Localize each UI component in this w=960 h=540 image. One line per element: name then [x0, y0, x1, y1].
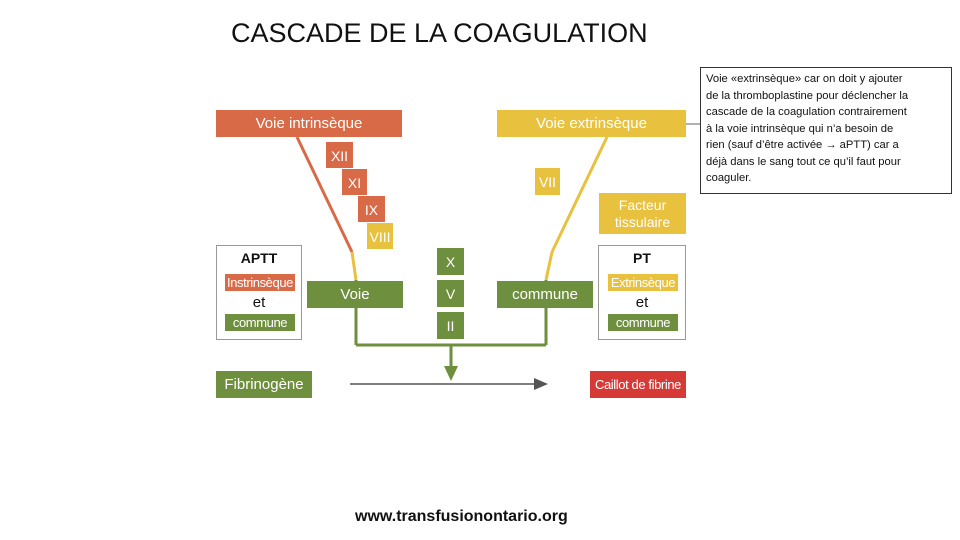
aptt-intrinsic-tag: Instrinsèque — [225, 274, 295, 291]
aptt-et: et — [252, 294, 266, 311]
conversion-arrow-head — [534, 378, 548, 390]
aptt-title: APTT — [240, 250, 278, 266]
note-line: de la thromboplastine pour déclencher la — [706, 89, 909, 102]
extrinsic-path-line — [550, 136, 609, 253]
factor-x: X — [437, 248, 464, 275]
pt-title: PT — [633, 250, 651, 266]
aptt-panel: APTT Instrinsèque et commune — [216, 245, 302, 340]
pt-panel: PT Extrinsèque et commune — [598, 245, 686, 340]
common-arrow-head — [444, 366, 458, 381]
extrinsic-pathway-header: Voie extrinsèque — [497, 110, 686, 137]
note-box: Voie «extrinsèque» car on doit y ajouter… — [700, 67, 952, 194]
note-line: coaguler. — [706, 172, 752, 184]
pt-extrinsic-tag: Extrinsèque — [608, 274, 678, 291]
common-pathway-right: commune — [497, 281, 593, 308]
intrinsic-path-line — [350, 251, 358, 281]
factor-ii: II — [437, 312, 464, 339]
pt-et: et — [635, 294, 649, 311]
pt-common-tag: commune — [608, 314, 678, 331]
note-line: Voie «extrinsèque» car on doit y ajouter — [706, 73, 903, 85]
page-title: CASCADE DE LA COAGULATION — [231, 18, 648, 48]
note-line: rien (sauf d’être activée → aPTT) car a — [706, 139, 899, 151]
tissue-factor-label: Facteur — [618, 197, 667, 213]
factor-xii: XII — [326, 142, 353, 168]
tissue-factor-box: Facteur tissulaire — [599, 193, 686, 234]
note-line: déjà dans le sang tout ce qu’il faut pou… — [706, 155, 901, 168]
source-url: www.transfusionontario.org — [355, 508, 568, 525]
intrinsic-path-line — [295, 136, 354, 253]
common-pathway-left: Voie — [307, 281, 403, 308]
note-line: cascade de la coagulation contrairement — [706, 106, 907, 118]
factor-xi: XI — [342, 169, 367, 195]
factor-vii: VII — [535, 168, 560, 195]
factor-ix: IX — [358, 196, 385, 222]
note-line: à la voie intrinsèque qui n’a besoin de — [706, 122, 894, 135]
tissue-factor-label: tissulaire — [614, 214, 671, 230]
factor-v: V — [437, 280, 464, 307]
intrinsic-pathway-header: Voie intrinsèque — [216, 110, 402, 137]
factor-viii: VIII — [367, 223, 393, 249]
fibrin-clot-box: Caillot de fibrine — [590, 371, 686, 398]
fibrinogen-box: Fibrinogène — [216, 371, 312, 398]
extrinsic-path-line — [544, 251, 554, 281]
aptt-common-tag: commune — [225, 314, 295, 331]
